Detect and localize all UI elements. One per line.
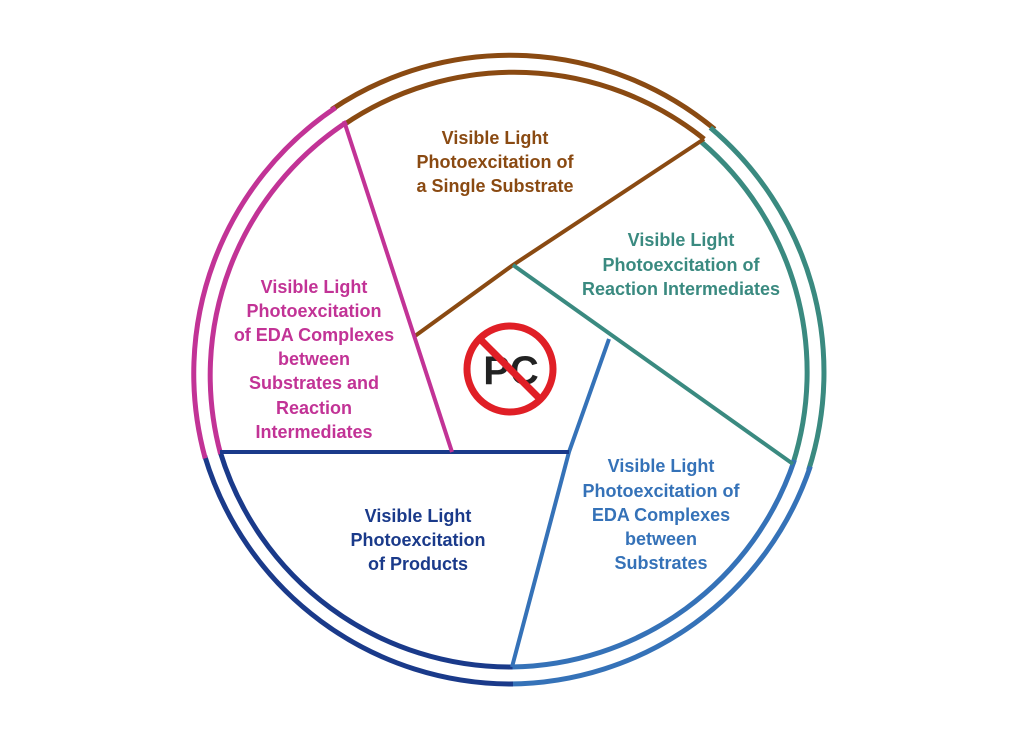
segment-label-line: Visible Light: [365, 506, 472, 526]
ring-arc-reaction-intermediates-inner: [699, 140, 810, 465]
divider-lines: [220, 120, 795, 668]
segment-label-line: Visible Light: [261, 277, 368, 297]
ring-arc-eda-intermediates-outer: [191, 105, 338, 459]
segment-label-line: Substrates and: [249, 373, 379, 393]
segment-label-line: Photoexcitation of: [583, 481, 741, 501]
segment-label-products: Visible Light Photoexcitation of Product…: [350, 506, 485, 574]
segment-label-line: of EDA Complexes: [234, 325, 394, 345]
ring-arc-eda-intermediates-inner: [207, 120, 348, 455]
no-symbol-circle-icon: [463, 322, 557, 416]
no-pc-badge: PC: [463, 322, 557, 416]
segment-label-eda-intermediates: Visible Light Photoexcitation of EDA Com…: [234, 277, 394, 442]
segment-label-line: Visible Light: [608, 456, 715, 476]
segment-label-line: Substrates: [614, 553, 707, 573]
segment-label-line: Visible Light: [442, 128, 549, 148]
outer-ring: [191, 52, 827, 687]
no-symbol-slash-icon: [478, 337, 543, 402]
ring-arc-reaction-intermediates-outer: [708, 125, 827, 471]
ring-arc-single-substrate-inner: [342, 69, 706, 142]
ring-arc-eda-substrates-inner: [511, 459, 797, 670]
segment-label-line: Photoexcitation: [350, 530, 485, 550]
segment-label-line: Reaction: [276, 398, 352, 418]
segment-label-line: Intermediates: [255, 422, 372, 442]
ring-arc-products-outer: [202, 455, 514, 687]
segment-label-line: Reaction Intermediates: [582, 279, 780, 299]
ring-arc-eda-substrates-outer: [508, 465, 813, 687]
segment-label-line: EDA Complexes: [592, 505, 730, 525]
divider-reaction-intermediates: [511, 263, 795, 466]
segment-label-line: Photoexcitation of: [417, 152, 575, 172]
segment-label-eda-substrates: Visible Light Photoexcitation of EDA Com…: [583, 456, 741, 573]
segment-label-reaction-intermediates: Visible Light Photoexcitation of Reactio…: [582, 230, 780, 299]
segment-label-line: Visible Light: [628, 230, 735, 250]
segment-label-line: of Products: [368, 554, 468, 574]
segment-label-single-substrate: Visible Light Photoexcitation of a Singl…: [416, 128, 574, 196]
divider-eda-intermediates: [342, 120, 454, 453]
segment-label-line: between: [625, 529, 697, 549]
segment-label-line: between: [278, 349, 350, 369]
ring-arc-single-substrate-outer: [330, 52, 717, 132]
segment-label-line: Photoexcitation of: [603, 255, 761, 275]
segment-label-line: a Single Substrate: [416, 176, 573, 196]
segment-label-line: Photoexcitation: [246, 301, 381, 321]
ring-arc-products-inner: [217, 451, 513, 670]
